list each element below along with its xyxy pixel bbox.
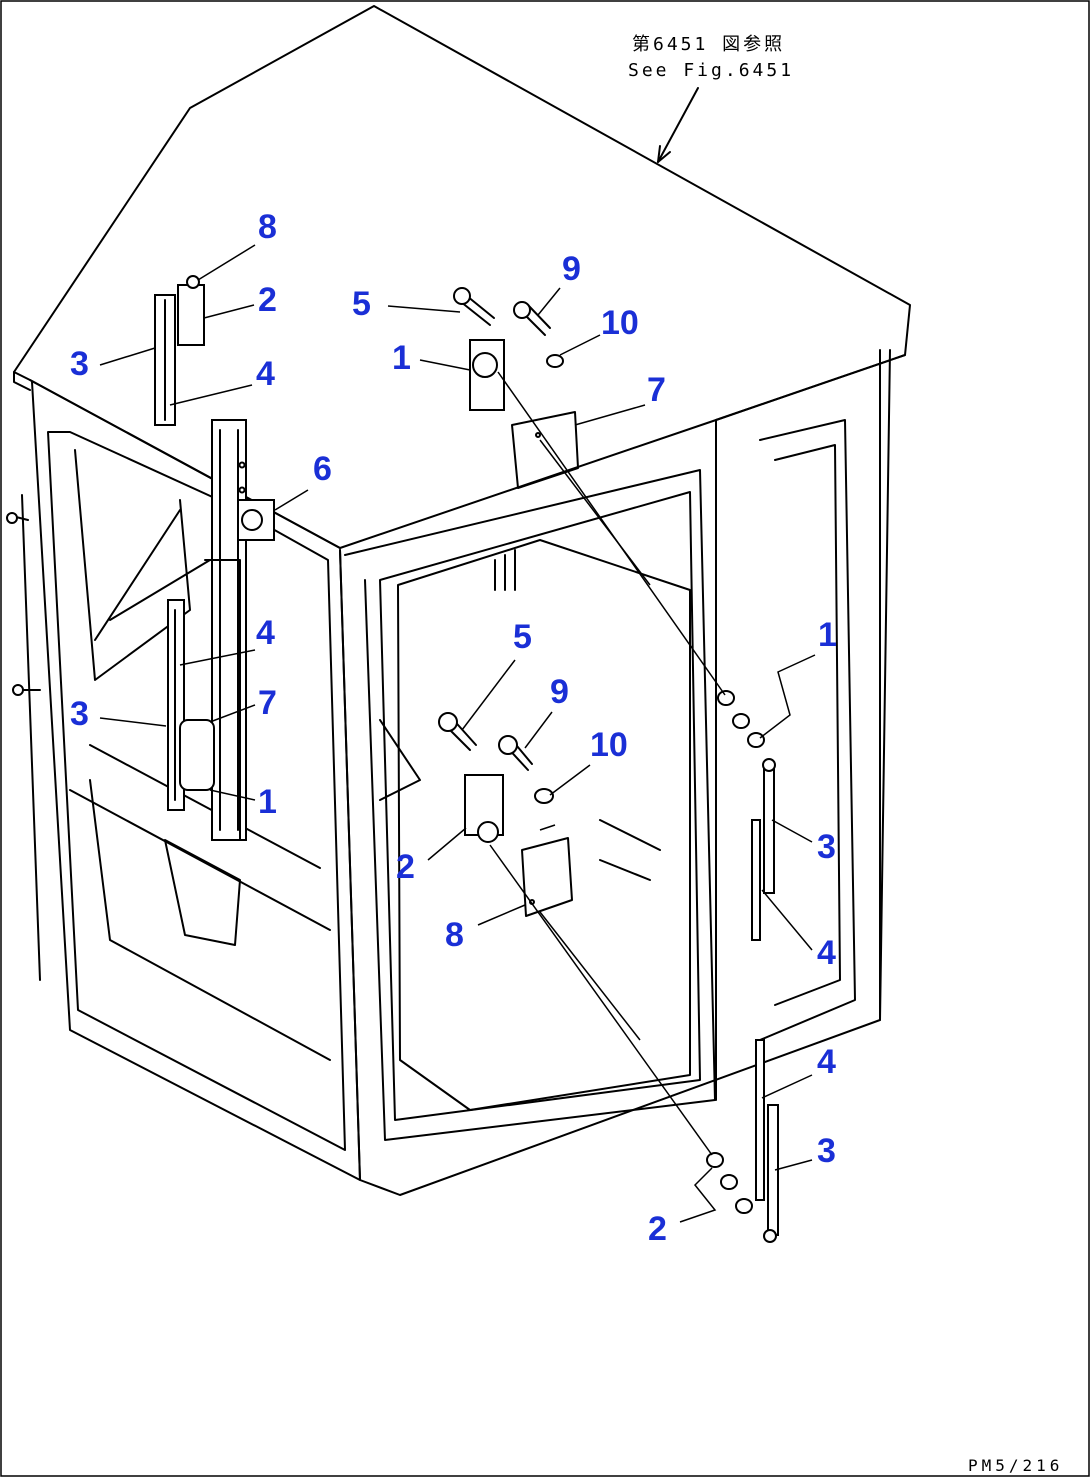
- callout-front-4: 4: [256, 614, 275, 652]
- callout-roof-9: 9: [562, 250, 581, 288]
- callout-right-4b: 4: [817, 1043, 836, 1081]
- callout-roof-5: 5: [352, 285, 371, 323]
- callout-roof-2: 2: [258, 281, 277, 319]
- roof-hardware: [453, 287, 579, 489]
- callout-right-3b: 3: [817, 1132, 836, 1170]
- callout-center-8: 8: [445, 916, 464, 954]
- left-handrail: [6, 494, 41, 981]
- callout-center-2: 2: [396, 848, 415, 886]
- reference-arrow: [657, 87, 699, 163]
- callout-roof-1: 1: [392, 339, 411, 377]
- callout-front-1: 1: [258, 783, 277, 821]
- page-id: PM5/216: [968, 1456, 1064, 1475]
- callout-front-6: 6: [313, 450, 332, 488]
- callout-roof-10: 10: [601, 304, 639, 342]
- callout-leaders: [99, 244, 816, 1223]
- front-wiper-arm-motor: [167, 559, 241, 841]
- callout-right-1: 1: [818, 616, 837, 654]
- callout-front-3: 3: [70, 695, 89, 733]
- cab-roof: [13, 5, 911, 549]
- callout-right-3a: 3: [817, 828, 836, 866]
- callout-bottom-2: 2: [648, 1210, 667, 1248]
- callout-roof-3: 3: [70, 345, 89, 383]
- callout-center-5: 5: [513, 618, 532, 656]
- assembly-leaders: [489, 371, 726, 1156]
- callout-front-7: 7: [258, 684, 277, 722]
- reference-note-jp: 第6451 図参照: [632, 34, 786, 55]
- side-hardware: [438, 712, 573, 917]
- callout-center-10: 10: [590, 726, 628, 764]
- cab-body: [31, 349, 891, 1196]
- callout-center-9: 9: [550, 673, 569, 711]
- reference-note-en: See Fig.6451: [628, 60, 795, 81]
- callout-right-4a: 4: [817, 934, 836, 972]
- callout-roof-4: 4: [256, 355, 275, 393]
- callout-roof-7: 7: [647, 371, 666, 409]
- right-side-hardware: [706, 690, 779, 1243]
- roof-wiper-assembly: [154, 275, 205, 426]
- callout-roof-8: 8: [258, 208, 277, 246]
